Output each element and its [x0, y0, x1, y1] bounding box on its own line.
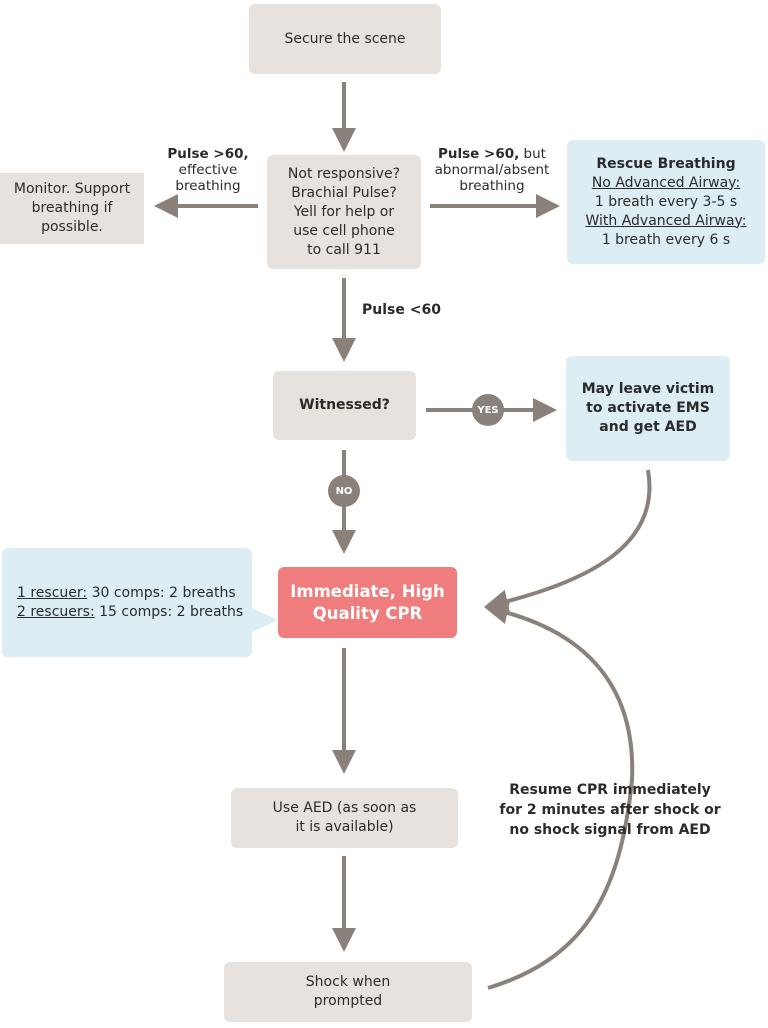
two-rescuers-ratio: 2 rescuers: 15 comps: 2 breaths [17, 603, 243, 622]
cpr-line: Immediate, High [290, 581, 445, 601]
ems-line: to activate EMS [586, 400, 710, 416]
one-rescuer-ratio: 1 rescuer: 30 comps: 2 breaths [17, 584, 236, 603]
monitor-line: possible. [41, 219, 103, 235]
one-rescuer-value: 30 comps: 2 breaths [87, 584, 236, 601]
label-effective-breathing: Pulse >60, effective breathing [160, 146, 256, 194]
activate-ems-step: May leave victim to activate EMS and get… [566, 356, 730, 461]
assessment-step: Not responsive? Brachial Pulse? Yell for… [267, 155, 421, 269]
no-advanced-airway-label: No Advanced Airway: [591, 174, 741, 191]
ems-line: and get AED [599, 419, 697, 435]
compression-ratio-callout: 1 rescuer: 30 comps: 2 breaths 2 rescuer… [2, 548, 252, 657]
arrow-shock-to-cpr [484, 600, 635, 990]
secure-scene-text: Secure the scene [284, 30, 406, 47]
rescue-breathing-step: Rescue Breathing No Advanced Airway: 1 b… [567, 140, 765, 264]
label-effective-breathing-pulse: Pulse >60, [167, 146, 249, 162]
with-advanced-airway-label: With Advanced Airway: [585, 212, 747, 229]
label-abnormal-breathing-line: abnormal/absent [434, 162, 550, 178]
label-abnormal-breathing-pulse: Pulse >60, [438, 146, 520, 162]
assessment-line: Yell for help or [293, 203, 395, 220]
ems-line: May leave victim [581, 381, 715, 397]
rescue-breathing-title: Rescue Breathing [596, 155, 736, 172]
one-rescuer-label: 1 rescuer: [17, 584, 88, 601]
use-aed-step: Use AED (as soon as it is available) [231, 788, 458, 848]
monitor-line: Monitor. Support [13, 181, 131, 197]
aed-line: Use AED (as soon as [272, 800, 417, 816]
label-abnormal-breathing-line: breathing [459, 178, 525, 194]
witnessed-text: Witnessed? [299, 397, 390, 413]
yes-badge: YES [472, 394, 504, 426]
label-resume-cpr-line: no shock signal from AED [509, 822, 711, 838]
arrow-ems-to-cpr [484, 469, 652, 614]
label-resume-cpr-line: for 2 minutes after shock or [499, 802, 721, 818]
no-advanced-airway-rate: 1 breath every 3-5 s [594, 193, 738, 210]
yes-badge-text: YES [477, 404, 499, 416]
secure-scene-step: Secure the scene [249, 4, 441, 74]
label-effective-breathing-line: breathing [175, 178, 241, 194]
assessment-line: use cell phone [293, 222, 395, 239]
aed-line: it is available) [295, 819, 394, 835]
shock-line: Shock when [305, 974, 391, 990]
with-advanced-airway-rate: 1 breath every 6 s [601, 231, 731, 248]
label-abnormal-breathing: Pulse >60, but abnormal/absent breathing [426, 146, 558, 194]
monitor-line: breathing if [31, 200, 113, 216]
assessment-line: Brachial Pulse? [291, 184, 397, 201]
label-resume-cpr: Resume CPR immediately for 2 minutes aft… [492, 780, 728, 840]
label-resume-cpr-line: Resume CPR immediately [509, 782, 711, 798]
two-rescuers-label: 2 rescuers: [17, 603, 95, 620]
two-rescuers-value: 15 comps: 2 breaths [94, 603, 244, 620]
no-badge: NO [328, 475, 360, 507]
shock-line: prompted [313, 993, 383, 1009]
shock-step: Shock when prompted [224, 962, 472, 1022]
assessment-line: to call 911 [307, 241, 381, 258]
monitor-step: Monitor. Support breathing if possible. [0, 173, 144, 244]
witnessed-step: Witnessed? [273, 371, 416, 440]
cpr-step: Immediate, High Quality CPR [278, 567, 457, 638]
label-abnormal-breathing-first: Pulse >60, but [426, 146, 558, 162]
ratio-callout-pointer [252, 608, 278, 632]
label-abnormal-breathing-but: but [519, 146, 546, 162]
label-effective-breathing-line: effective [178, 162, 238, 178]
assessment-line: Not responsive? [287, 165, 401, 182]
no-badge-text: NO [335, 485, 353, 497]
cpr-line: Quality CPR [312, 603, 423, 623]
label-pulse-below-60: Pulse <60 [362, 302, 441, 318]
